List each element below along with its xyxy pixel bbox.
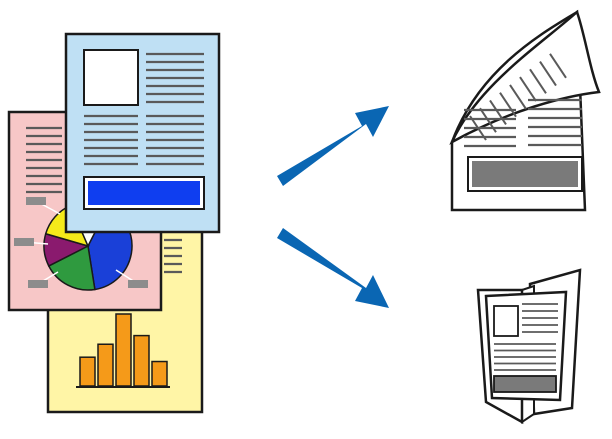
source-stack	[7, 32, 221, 414]
arrow-up-right	[277, 106, 389, 186]
bar	[79, 356, 96, 387]
bar-chart	[79, 313, 168, 387]
sheet-banner	[472, 161, 578, 187]
pie-label-chip	[26, 197, 46, 205]
booklet-text-lines	[494, 303, 558, 371]
booklet-banner	[493, 375, 557, 393]
bar	[97, 343, 114, 387]
pie-chart-labels	[14, 197, 148, 288]
arrows	[277, 106, 389, 308]
text-line	[549, 53, 567, 79]
pie-label-chip	[28, 280, 48, 288]
text-line	[489, 99, 507, 125]
pie-slice-green	[47, 244, 96, 291]
output-single-sheet	[449, 9, 601, 212]
pie-label-chip	[128, 280, 148, 288]
banner-blue	[88, 181, 200, 205]
page-pink-text-lines	[26, 126, 62, 194]
page-yellow-text-lines	[164, 238, 182, 274]
text-line	[509, 84, 527, 110]
arrow-down-right	[277, 228, 389, 308]
text-line	[499, 92, 517, 118]
bar	[133, 334, 150, 387]
text-line	[529, 68, 547, 94]
photo-placeholder	[83, 49, 139, 106]
bar	[151, 360, 168, 387]
pie-label-chip	[14, 238, 34, 246]
text-line	[519, 76, 537, 102]
bar	[115, 313, 132, 387]
sheet-curl-lines	[469, 53, 567, 141]
sheet-text-lines	[464, 98, 582, 148]
output-booklet	[476, 268, 582, 425]
text-line	[539, 61, 557, 87]
page-blue-text-lines	[84, 52, 204, 166]
booklet-photo	[493, 305, 519, 337]
page-blue	[64, 32, 221, 234]
